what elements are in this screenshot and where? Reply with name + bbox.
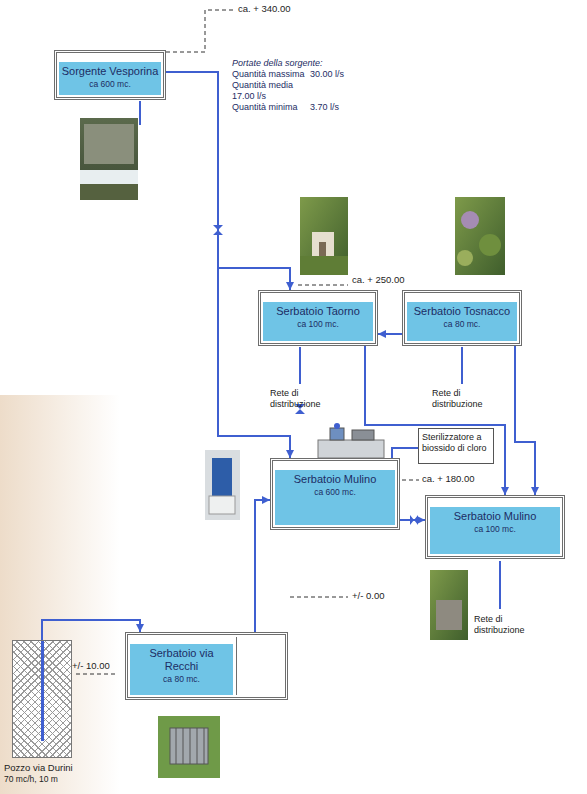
well-hatch: [12, 640, 72, 758]
level-label: ca. + 340.00: [238, 3, 291, 15]
sterilizer-box: Sterilizzatore a biossido di cloro: [418, 428, 494, 464]
node-title: Pozzo via Durini: [4, 762, 100, 774]
node-title: Serbatoio Mulino: [277, 473, 393, 486]
flow-value: 30.00 l/s: [310, 69, 344, 80]
text-block: Serbatoio via Recchica 80 mc.: [128, 635, 285, 689]
level-label: +/- 0.00: [352, 590, 384, 602]
node-title: Serbatoio Tosnacco: [409, 305, 515, 318]
reservoir-tank: Serbatoio Mulinoca 600 mc.: [270, 458, 400, 530]
chlorinator-equipment: [318, 423, 384, 458]
node-title: Serbatoio Mulino: [432, 510, 558, 523]
photo: [430, 570, 468, 640]
text-block: Serbatoio Mulinoca 100 mc.: [428, 498, 562, 539]
level-leader: [76, 10, 419, 674]
photo: [455, 197, 505, 275]
outlet-label: Rete di distribuzione: [432, 388, 502, 410]
flow-label: Quantità media: [232, 80, 293, 91]
flow-heading: Portate della sorgente:: [232, 58, 323, 69]
node-subtitle: ca 80 mc.: [132, 674, 231, 685]
flow-label: Quantità minima: [232, 102, 298, 113]
reservoir-tank: Serbatoio Mulinoca 100 mc.: [425, 495, 565, 559]
text-block: Sterilizzatore a biossido di cloro: [419, 429, 493, 457]
text-block: Serbatoio Tosnaccoca 80 mc.: [405, 293, 519, 334]
photo: [158, 716, 220, 778]
reservoir-tank: Serbatoio via Recchica 80 mc.: [125, 632, 288, 700]
water-pipe: [255, 500, 270, 632]
water-pipe: [378, 333, 402, 335]
flow-value: 3.70 l/s: [310, 102, 339, 113]
valve-symbol: [213, 225, 418, 525]
outlet-label: Rete di distribuzione: [474, 614, 544, 636]
reservoir-tank: Serbatoio Taornoca 100 mc.: [258, 290, 378, 346]
outlet-label: Rete di distribuzione: [270, 388, 340, 410]
node-subtitle: ca 600 mc.: [277, 487, 393, 498]
photo: [300, 197, 348, 275]
well-pipe: [41, 641, 44, 741]
reservoir-tank: Serbatoio Tosnaccoca 80 mc.: [402, 290, 522, 346]
text-block: Serbatoio Mulinoca 600 mc.: [273, 461, 397, 502]
flow-value: 17.00 l/s: [232, 91, 266, 102]
node-subtitle: ca 600 mc.: [61, 79, 159, 90]
text-block: Sorgente Vesporinaca 600 mc.: [57, 53, 163, 94]
node-subtitle: 70 mc/h, 10 m: [4, 774, 100, 785]
water-pipe: [515, 346, 535, 495]
photo: [205, 450, 240, 520]
text-block: Serbatoio Taornoca 100 mc.: [261, 293, 375, 334]
node-subtitle: ca 100 mc.: [265, 319, 371, 330]
flow-label: Quantità massima: [232, 69, 305, 80]
level-label: ca. + 250.00: [352, 274, 405, 286]
node-subtitle: ca 100 mc.: [432, 524, 558, 535]
level-label: ca. + 180.00: [422, 473, 475, 485]
spring-tank: Sorgente Vesporinaca 600 mc.: [54, 50, 166, 100]
node-title: Sorgente Vesporina: [61, 65, 159, 78]
water-pipe: [392, 448, 418, 458]
pump-chamber: [236, 637, 283, 695]
level-label: +/- 10.00: [72, 660, 110, 672]
node-title: Serbatoio via Recchi: [132, 647, 231, 673]
water-pipe: [400, 519, 425, 521]
node-subtitle: ca 80 mc.: [409, 319, 515, 330]
photo: [80, 118, 138, 200]
node-title: Sterilizzatore a biossido di cloro: [422, 432, 490, 454]
node-title: Serbatoio Taorno: [265, 305, 371, 318]
